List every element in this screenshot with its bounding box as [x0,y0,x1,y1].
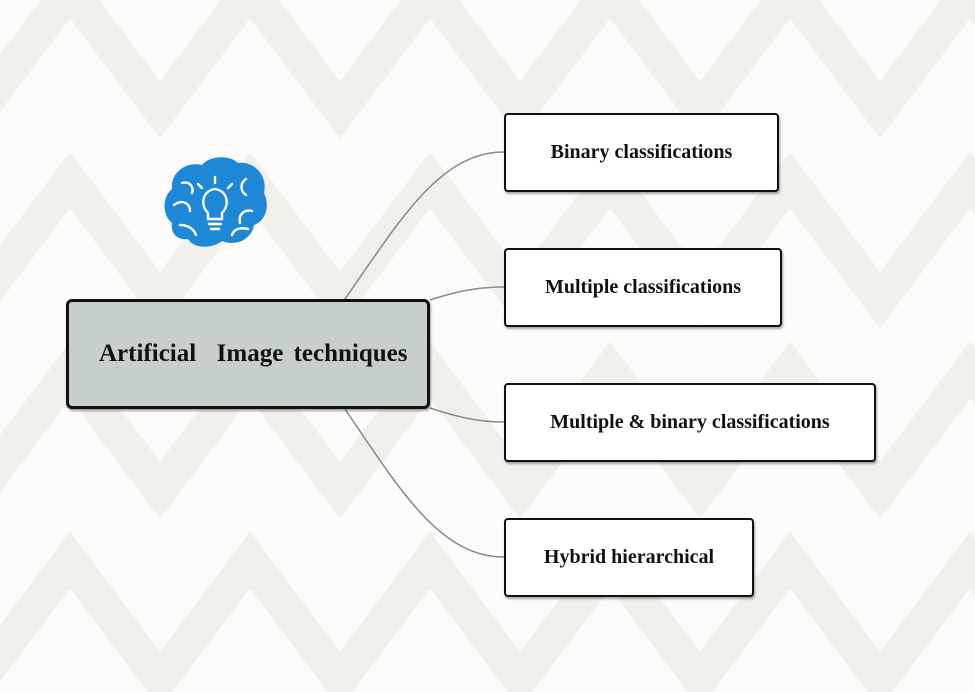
connector-hybrid [344,408,505,558]
node-multiple-classifications: Multiple classifications [504,248,782,327]
node-label: Multiple classifications [544,276,742,298]
node-label: Multiple & binary classifications [550,411,830,433]
brain-lightbulb-icon [164,157,267,247]
connector-multiple [429,286,505,301]
connector-binary [344,151,505,300]
node-label: Hybrid hierarchical [543,546,715,568]
node-binary-classifications: Binary classifications [504,113,779,192]
node-multiple-binary-classifications: Multiple & binary classifications [504,383,876,462]
node-label: Binary classifications [550,141,733,163]
root-node: Artificial Image techniques [66,299,430,409]
node-hybrid-hierarchical: Hybrid hierarchical [504,518,754,597]
root-node-label: Artificial Image techniques [99,340,408,367]
connector-multiple-binary [429,407,505,423]
